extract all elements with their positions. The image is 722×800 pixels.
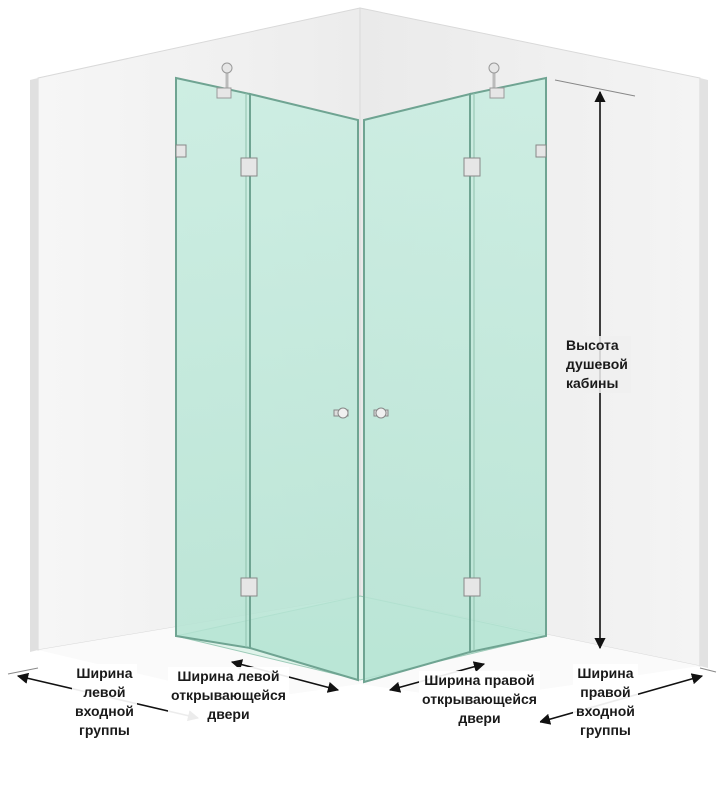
left-door-width-label: Ширина левой открывающейся двери <box>168 667 289 724</box>
right-entry-label-line: Ширина <box>577 665 634 681</box>
left-fixed-panel <box>175 76 251 650</box>
right-door-label-line: двери <box>458 710 501 726</box>
hinge-icon <box>535 144 547 158</box>
wall-mount-icon <box>488 62 505 99</box>
left-entry-label-line: входной <box>75 703 134 719</box>
right-door-panel <box>363 92 471 684</box>
shower-cabin <box>175 62 547 684</box>
right-door-label-line: открывающейся <box>422 691 537 707</box>
height-label: Высота душевой кабины <box>563 336 631 393</box>
hinge-icon <box>463 577 481 597</box>
right-wall-edge <box>700 78 708 668</box>
left-wall-edge <box>30 78 38 652</box>
left-door-panel <box>249 92 359 682</box>
wall-mount-icon <box>216 62 233 99</box>
right-door-label-line: Ширина правой <box>424 672 535 688</box>
height-guide <box>554 79 636 97</box>
hinge-icon <box>240 157 258 177</box>
left-entry-label-line: левой <box>83 684 126 700</box>
height-label-line: Высота <box>566 337 619 353</box>
left-door-label-line: Ширина левой <box>177 668 280 684</box>
right-entry-label-line: входной <box>576 703 635 719</box>
right-door-width-label: Ширина правой открывающейся двери <box>419 671 540 728</box>
height-label-line: душевой <box>566 356 628 372</box>
left-entry-width-label: Ширина левой входной группы <box>72 664 137 740</box>
height-label-line: кабины <box>566 375 619 391</box>
right-entry-guide <box>699 667 717 673</box>
right-entry-label-line: группы <box>580 722 631 738</box>
right-entry-width-label: Ширина правой входной группы <box>573 664 638 740</box>
right-fixed-panel <box>469 76 547 654</box>
hinge-icon <box>175 144 187 158</box>
left-door-label-line: открывающейся <box>171 687 286 703</box>
left-entry-label-line: группы <box>79 722 130 738</box>
right-entry-label-line: правой <box>580 684 631 700</box>
hinge-icon <box>240 577 258 597</box>
door-knob-icon <box>333 407 349 419</box>
left-entry-guide <box>7 667 39 675</box>
hinge-icon <box>463 157 481 177</box>
door-knob-icon <box>373 407 389 419</box>
left-entry-label-line: Ширина <box>76 665 133 681</box>
left-door-label-line: двери <box>207 706 250 722</box>
